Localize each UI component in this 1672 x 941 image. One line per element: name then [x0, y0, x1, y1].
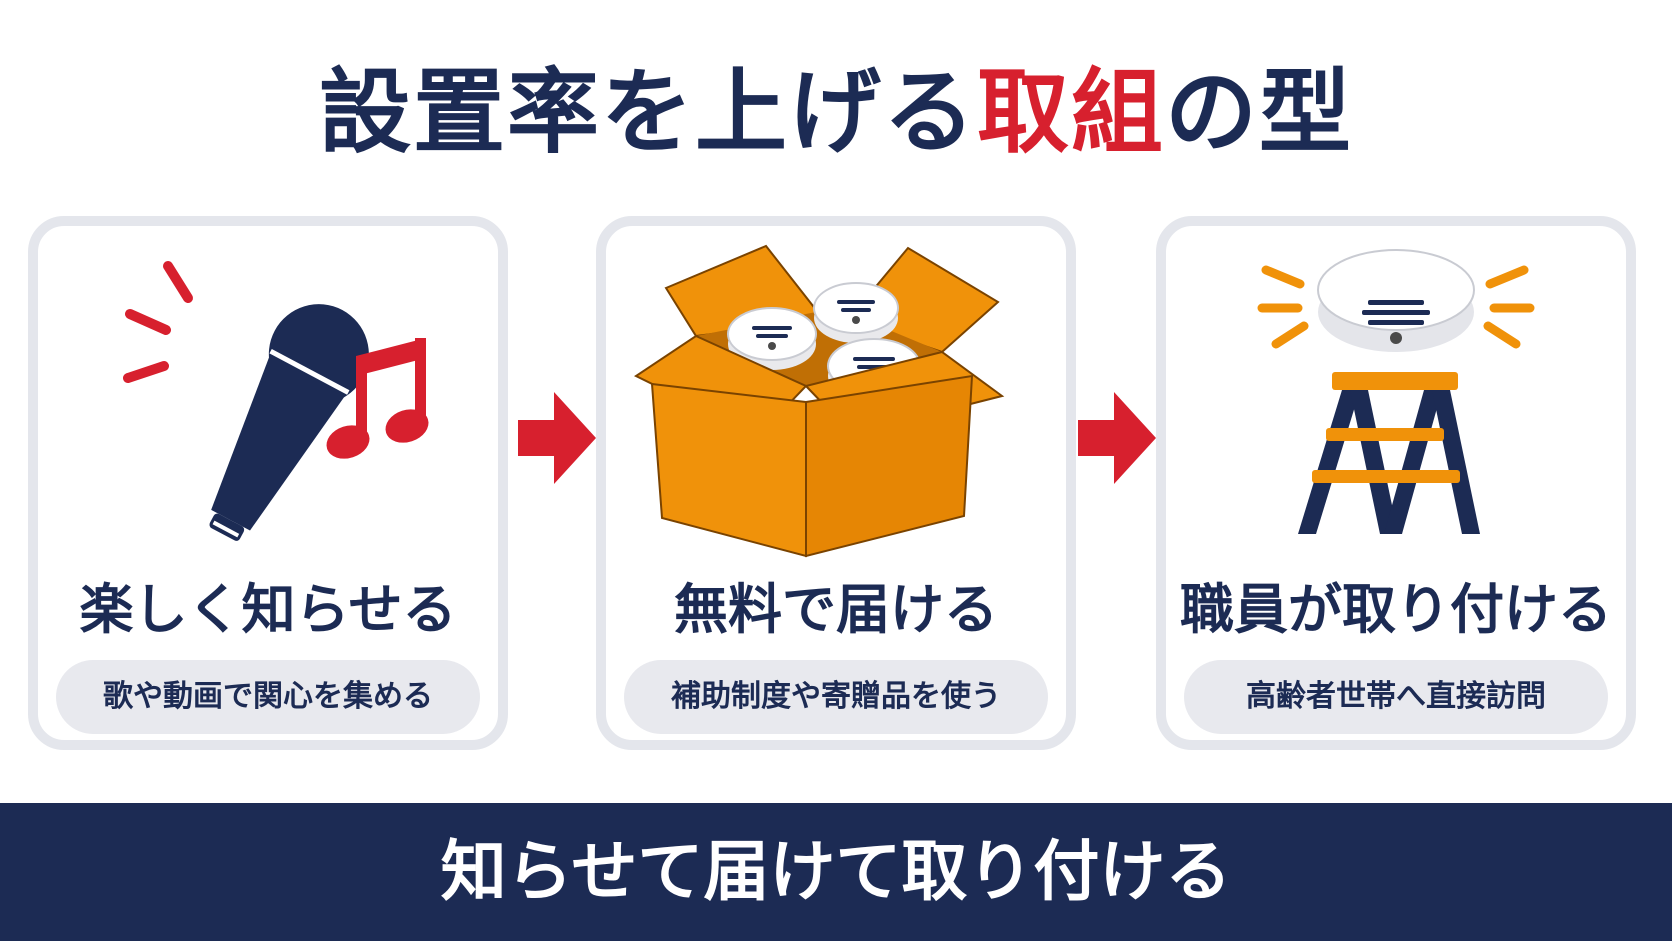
- arrow-right-icon: [516, 388, 598, 488]
- step-card-1: 楽しく知らせる 歌や動画で関心を集める: [28, 216, 508, 750]
- title-part2: の型: [1165, 59, 1354, 166]
- step-card-3: 職員が取り付ける 高齢者世帯へ直接訪問: [1156, 216, 1636, 750]
- step-card-2: 無料で届ける 補助制度や寄贈品を使う: [596, 216, 1076, 750]
- arrow-right-icon: [1076, 388, 1158, 488]
- page-title: 設置率を上げる取組の型: [0, 48, 1672, 178]
- step-heading: 楽しく知らせる: [79, 578, 457, 641]
- step-caption: 補助制度や寄贈品を使う: [624, 660, 1048, 734]
- ladder-smoke-detector-icon: [1166, 226, 1626, 576]
- microphone-music-icon: [38, 226, 498, 576]
- step-caption: 歌や動画で関心を集める: [56, 660, 480, 734]
- title-part1: 設置率を上げる: [318, 59, 977, 166]
- title-accent: 取組: [976, 59, 1165, 166]
- step-heading: 無料で届ける: [674, 578, 998, 641]
- step-caption: 高齢者世帯へ直接訪問: [1184, 660, 1608, 734]
- box-smoke-detectors-icon: [606, 226, 1066, 576]
- footer-banner: 知らせて届けて取り付ける: [0, 803, 1672, 941]
- step-heading: 職員が取り付ける: [1180, 578, 1612, 641]
